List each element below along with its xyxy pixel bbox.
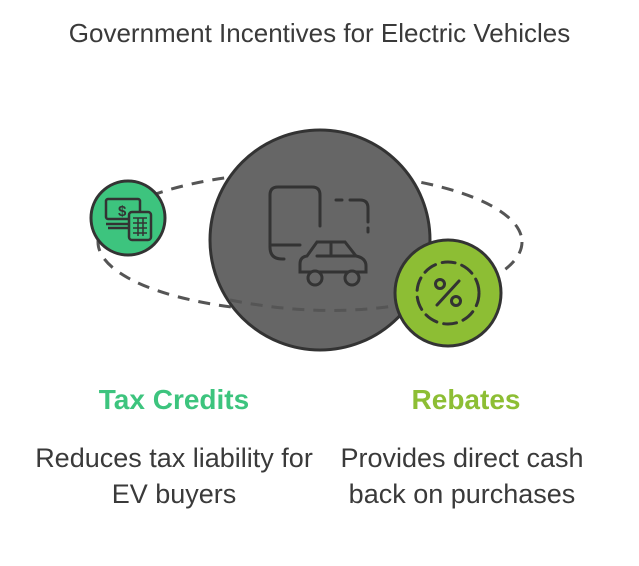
center-circle — [208, 128, 432, 352]
money-calculator-icon: $ — [104, 197, 153, 242]
document-car-icon — [268, 185, 370, 287]
percent-badge-icon — [415, 260, 481, 326]
rebates-heading: Rebates — [411, 384, 521, 415]
orbit-front-arc — [229, 298, 401, 312]
tax-credits-description: Reduces tax liability for EV buyers — [35, 443, 313, 509]
tax-credits-heading: Tax Credits — [98, 384, 250, 415]
rebates-description: Provides direct cash back on purchases — [340, 443, 584, 509]
diagram-title: Government Incentives for Electric Vehic… — [68, 18, 571, 48]
svg-text:$: $ — [118, 203, 127, 220]
